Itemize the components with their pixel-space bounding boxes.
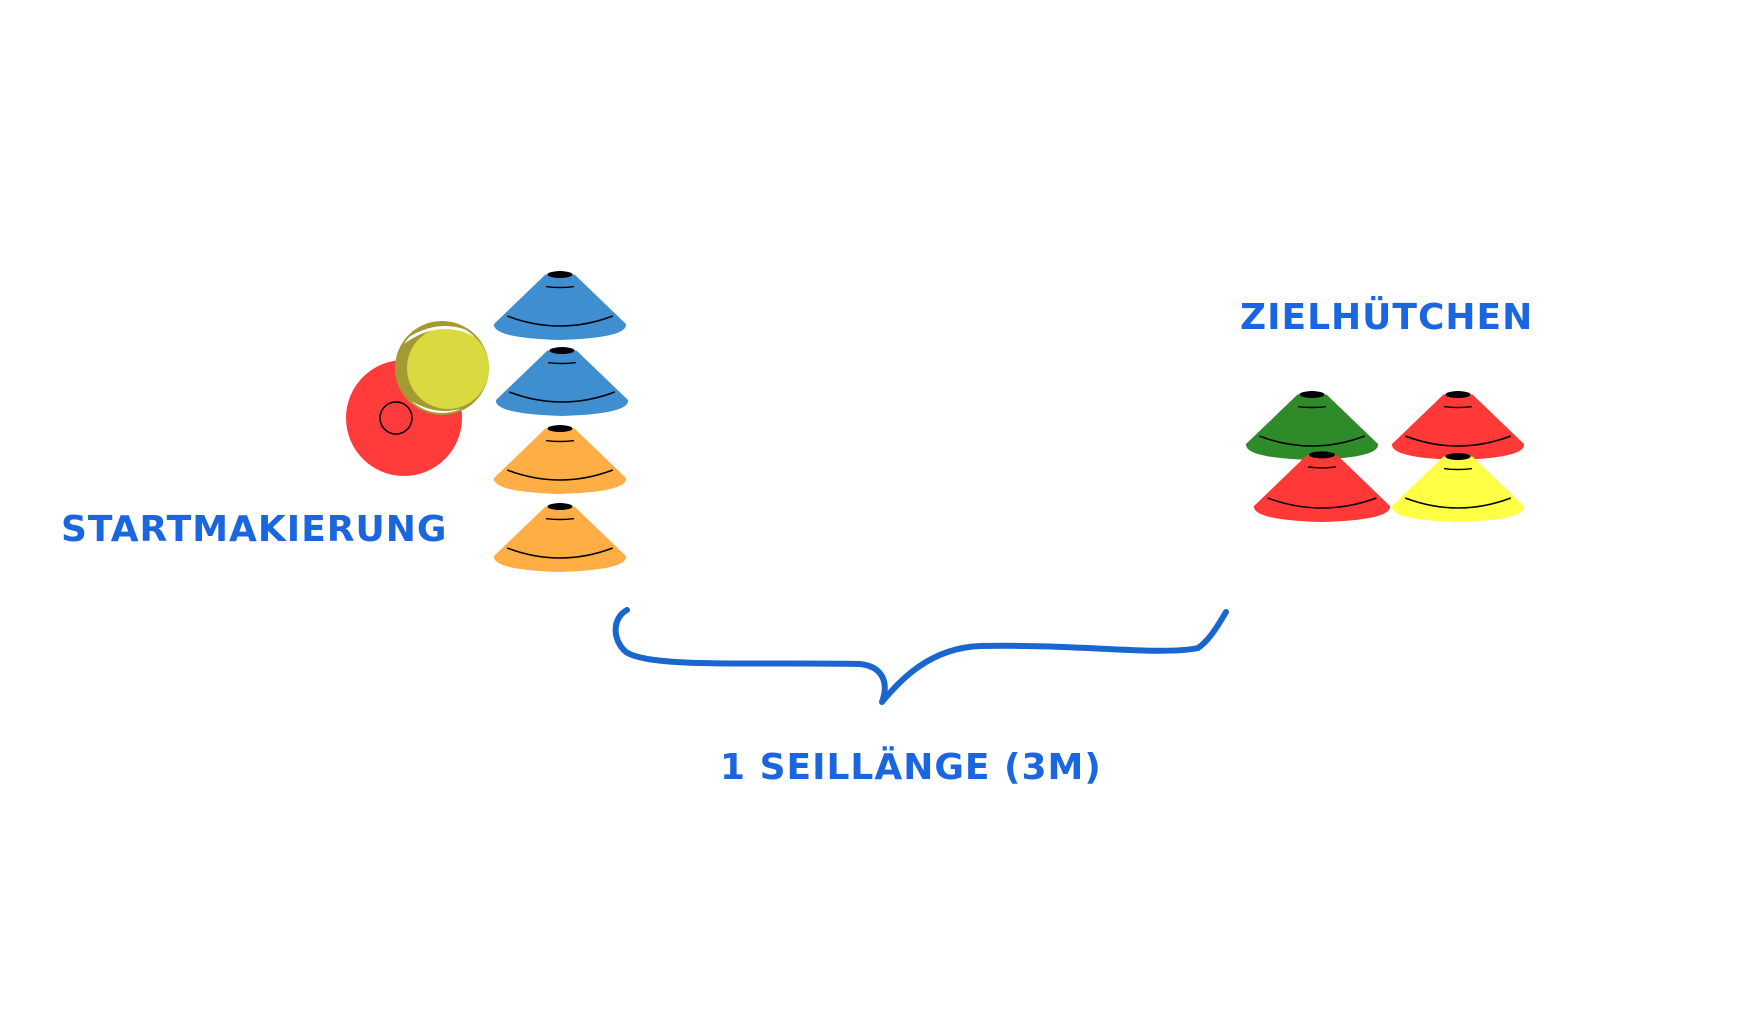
- distance-label: 1 SEILLÄNGE (3M): [720, 747, 1102, 788]
- cone-icon: [1253, 451, 1391, 522]
- cone-icon: [1391, 453, 1525, 522]
- cone-icon: [493, 503, 627, 572]
- distance-bracket: [612, 607, 1229, 705]
- cone-icon: [493, 425, 627, 494]
- cone-icon: [493, 271, 627, 340]
- start-cone-stack: [493, 271, 629, 572]
- cone-icon: [1245, 391, 1379, 460]
- tennis-ball-icon: [395, 321, 489, 415]
- start-marker-label: STARTMAKIERUNG: [61, 509, 448, 550]
- cone-icon: [495, 347, 629, 416]
- target-cones-label: ZIELHÜTCHEN: [1240, 297, 1534, 338]
- cone-icon: [1391, 391, 1525, 460]
- target-cone-group: [1245, 391, 1525, 522]
